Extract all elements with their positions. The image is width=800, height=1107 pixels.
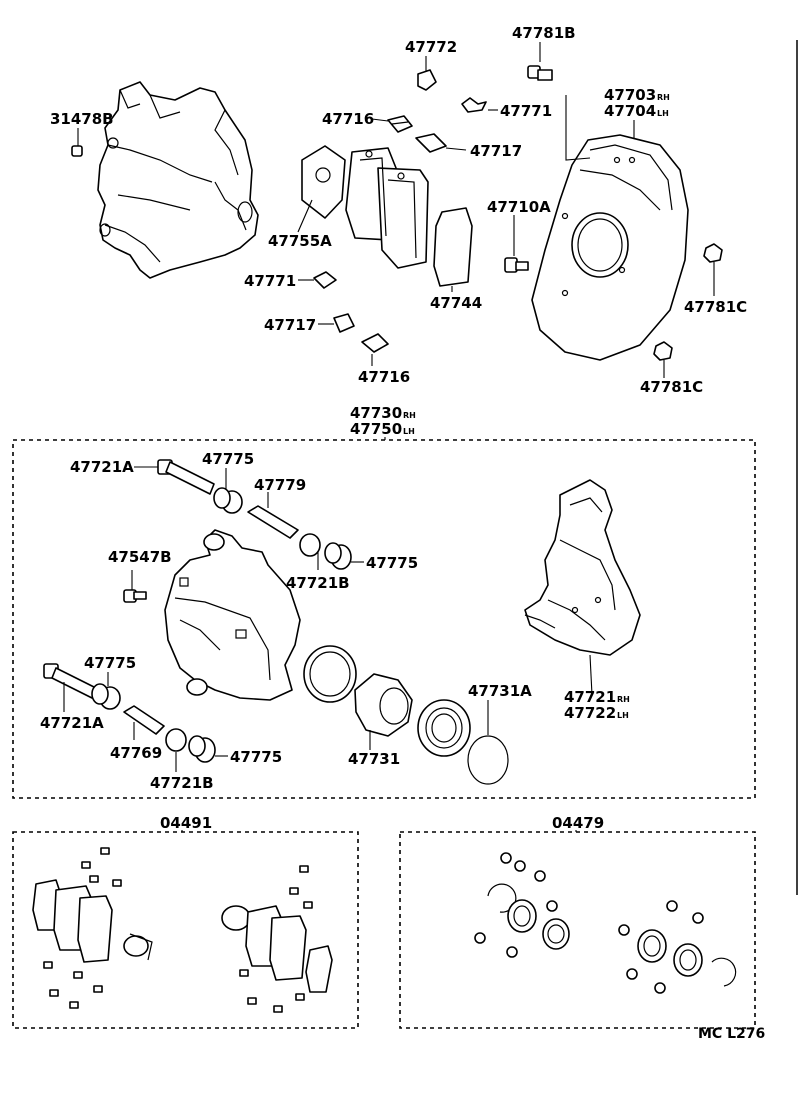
bleeder-47547b-drawing <box>123 570 147 603</box>
bushing-47721b-bot-drawing <box>165 728 187 772</box>
label-47744: 47744 <box>430 294 482 312</box>
label-47731a: 47731A <box>468 682 532 700</box>
caliper-housing-drawing <box>97 81 259 279</box>
label-04479: 04479 <box>552 814 604 832</box>
kit-04479-seals-right <box>618 900 737 994</box>
label-31478b: 31478B <box>50 110 114 128</box>
kit-04479-seals-left <box>474 852 570 958</box>
label-47775-d: 47775 <box>230 748 282 766</box>
label-47772: 47772 <box>405 38 457 56</box>
label-47755a: 47755A <box>268 232 332 250</box>
label-47781c-b: 47781C <box>640 378 703 396</box>
label-47722-side: LH <box>617 711 629 720</box>
label-47721a-top: 47721A <box>70 458 134 476</box>
label-47710a: 47710A <box>487 198 551 216</box>
piston-47731-drawing <box>354 673 413 750</box>
label-47704-side: LH <box>657 109 669 118</box>
label-47730: 47730 <box>350 404 402 422</box>
caliper-body-drawing <box>164 529 301 701</box>
nut-47781c-a-drawing <box>703 243 723 296</box>
label-47703-side: RH <box>657 93 670 102</box>
kit-04491-pads-left <box>32 879 153 963</box>
clip-47716-mid-drawing <box>361 333 389 366</box>
ring-47731a-drawing <box>467 700 509 785</box>
shim-47755a-drawing <box>297 145 346 233</box>
label-04491: 04491 <box>160 814 212 832</box>
label-47769: 47769 <box>110 744 162 762</box>
label-47781b: 47781B <box>512 24 576 42</box>
mounting-bracket-drawing <box>524 479 641 696</box>
bolt-47781b-drawing <box>527 42 553 81</box>
pad-47744-drawing <box>433 207 473 292</box>
label-47722: 47722 <box>564 704 616 722</box>
label-47781c-a: 47781C <box>684 298 747 316</box>
label-47703: 47703 <box>604 86 656 104</box>
piston-boot-drawing <box>417 699 471 757</box>
nut-47781c-b-drawing <box>653 341 673 378</box>
label-47779: 47779 <box>254 476 306 494</box>
clip-47717-mid-drawing <box>318 313 355 333</box>
bushing-47775-c-drawing <box>91 683 121 710</box>
label-47721a-bot: 47721A <box>40 714 104 732</box>
footer-code: MC L276 <box>698 1026 765 1042</box>
caliper-assembly-box <box>12 439 756 799</box>
label-47731: 47731 <box>348 750 400 768</box>
label-47775-a: 47775 <box>202 450 254 468</box>
clip-47772-drawing <box>417 69 437 91</box>
bushing-47721b-top-drawing <box>299 533 321 570</box>
seal-ring-drawing <box>303 645 357 703</box>
label-47716-mid: 47716 <box>358 368 410 386</box>
kit-04491-clips-right <box>239 865 313 1013</box>
shim-47717-top-drawing <box>415 133 467 153</box>
label-47704: 47704 <box>604 102 656 120</box>
label-47750-side: LH <box>403 427 415 436</box>
bolt-47710a-drawing <box>504 215 529 273</box>
bushing-47775-d-drawing <box>188 735 216 763</box>
dust-shield-drawing <box>531 95 689 361</box>
pin-47769-drawing <box>123 705 165 740</box>
label-47721b-top: 47721B <box>286 574 350 592</box>
bushing-47775-a-drawing <box>213 487 243 514</box>
kit-04479-box <box>399 831 756 1029</box>
label-47721: 47721 <box>564 688 616 706</box>
clip-47771-top-drawing <box>461 97 498 113</box>
brake-pad-drawing <box>345 147 429 269</box>
bushing-47775-b-drawing <box>324 542 352 570</box>
pin-47779-drawing <box>247 492 299 539</box>
label-47721-side: RH <box>617 695 630 704</box>
label-47547b: 47547B <box>108 548 172 566</box>
nut-31478b-drawing <box>71 145 83 157</box>
label-47717-top: 47717 <box>470 142 522 160</box>
label-47730-side: RH <box>403 411 416 420</box>
label-47716-top: 47716 <box>322 110 374 128</box>
kit-04491-box <box>12 831 359 1029</box>
shim-47716-top-drawing <box>371 115 413 133</box>
kit-04491-pads-right <box>221 905 333 993</box>
label-47775-c: 47775 <box>84 654 136 672</box>
label-47771-top: 47771 <box>500 102 552 120</box>
label-47771-mid: 47771 <box>244 272 296 290</box>
label-47717-mid: 47717 <box>264 316 316 334</box>
clip-47771-mid-drawing <box>298 271 337 289</box>
label-47721b-bot: 47721B <box>150 774 214 792</box>
label-47775-b: 47775 <box>366 554 418 572</box>
kit-04491-clips-left <box>43 847 122 1009</box>
label-47750: 47750 <box>350 420 402 438</box>
